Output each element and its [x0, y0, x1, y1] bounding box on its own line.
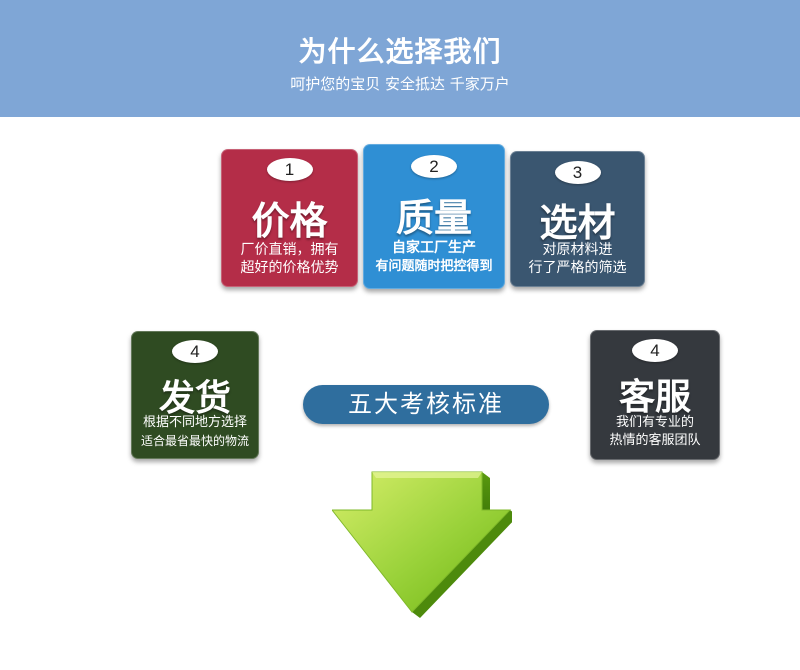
- card-description-line-2: 适合最省最快的物流: [140, 434, 249, 448]
- card-title: 客服: [618, 376, 691, 418]
- card-title: 发货: [158, 377, 231, 419]
- card-number-badge: 1: [266, 158, 313, 181]
- center-label-pill: 五大考核标准: [303, 385, 549, 424]
- card-number-badge: 3: [554, 161, 601, 184]
- page-subtitle: 呵护您的宝贝 安全抵达 千家万户: [290, 75, 510, 93]
- card-shipping: 4 发货 根据不同地方选择 适合最省最快的物流: [131, 331, 259, 459]
- down-arrow-icon: [332, 471, 512, 618]
- card-description-line-1: 我们有专业的: [615, 415, 694, 430]
- card-quality: 2 质量 自家工厂生产 有问题随时把控得到: [363, 144, 505, 289]
- card-description-line-1: 自家工厂生产: [392, 240, 476, 256]
- header-banner: 为什么选择我们 呵护您的宝贝 安全抵达 千家万户: [0, 0, 800, 117]
- card-number-badge: 4: [172, 340, 218, 363]
- card-description-line-2: 超好的价格优势: [240, 260, 339, 276]
- card-description-line-2: 行了严格的筛选: [528, 260, 627, 276]
- card-description-line-1: 根据不同地方选择: [142, 415, 247, 430]
- card-title: 选材: [539, 200, 616, 245]
- card-description-line-1: 厂价直销，拥有: [240, 242, 339, 258]
- card-number-badge: 4: [632, 339, 678, 362]
- card-customer-service: 4 客服 我们有专业的 热情的客服团队: [590, 330, 720, 460]
- card-title: 质量: [395, 195, 472, 240]
- card-description-line-1: 对原材料进: [542, 242, 613, 258]
- page-title: 为什么选择我们: [298, 35, 502, 68]
- card-price: 1 价格 厂价直销，拥有 超好的价格优势: [221, 149, 358, 287]
- card-description-line-2: 热情的客服团队: [609, 433, 701, 448]
- card-title: 价格: [251, 198, 328, 243]
- card-description-line-2: 有问题随时把控得到: [375, 259, 493, 274]
- card-number-badge: 2: [411, 155, 457, 178]
- card-material: 3 选材 对原材料进 行了严格的筛选: [510, 151, 645, 287]
